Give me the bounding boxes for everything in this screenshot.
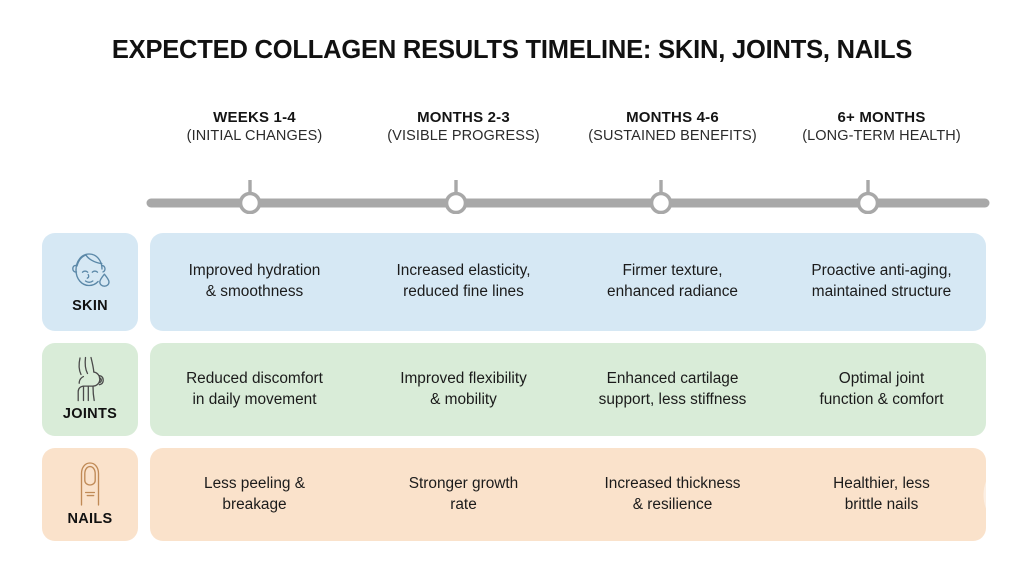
phase-subtitle: (SUSTAINED BENEFITS) — [588, 128, 757, 145]
category-tile-skin[interactable]: SKIN — [42, 233, 138, 331]
phase-title: WEEKS 1-4 — [213, 109, 296, 126]
row-nails: NAILS Less peeling &breakage Stronger gr… — [0, 448, 1024, 541]
category-label: NAILS — [67, 510, 113, 527]
category-rows: SKIN Improved hydration& smoothness Incr… — [0, 233, 1024, 553]
phase-title: MONTHS 4-6 — [626, 109, 719, 126]
timeline-phase-3: 6+ MONTHS (LONG-TERM HEALTH) — [777, 108, 986, 146]
phase-subtitle: (LONG-TERM HEALTH) — [802, 128, 961, 145]
phase-title: 6+ MONTHS — [837, 109, 926, 126]
cell-skin-3: Proactive anti-aging,maintained structur… — [811, 262, 952, 300]
phase-subtitle: (VISIBLE PROGRESS) — [387, 128, 540, 145]
phase-title: MONTHS 2-3 — [417, 109, 510, 126]
page-title: EXPECTED COLLAGEN RESULTS TIMELINE: SKIN… — [111, 36, 913, 64]
category-tile-nails[interactable]: NAILS — [42, 448, 138, 541]
knee-joint-icon — [77, 356, 104, 401]
category-label: SKIN — [72, 298, 108, 314]
timeline-phase-0: WEEKS 1-4 (INITIAL CHANGES) — [150, 108, 359, 146]
phase-subtitle: (INITIAL CHANGES) — [186, 128, 323, 145]
row-skin: SKIN Improved hydration& smoothness Incr… — [0, 233, 1024, 331]
cell-nails-2: Increased thickness& resilience — [604, 474, 741, 513]
timeline-bar — [0, 166, 1024, 214]
cell-skin-1: Increased elasticity,reduced fine lines — [396, 262, 531, 300]
cell-nails-0: Less peeling &breakage — [204, 474, 305, 513]
category-tile-joints[interactable]: JOINTS — [42, 343, 138, 436]
cell-skin-2: Firmer texture,enhanced radiance — [607, 262, 738, 300]
timeline-phase-1: MONTHS 2-3 (VISIBLE PROGRESS) — [359, 108, 568, 146]
timeline-phase-2: MONTHS 4-6 (SUSTAINED BENEFITS) — [568, 108, 777, 146]
cell-joints-1: Improved flexibility& mobility — [400, 369, 527, 408]
cell-skin-0: Improved hydration& smoothness — [188, 262, 321, 300]
category-label: JOINTS — [62, 405, 118, 422]
panel-skin: Improved hydration& smoothness Increased… — [150, 233, 986, 331]
timeline-phase-headers: WEEKS 1-4 (INITIAL CHANGES) MONTHS 2-3 (… — [150, 108, 986, 146]
face-with-water-droplet-icon — [72, 253, 110, 287]
fingernail-icon — [80, 461, 100, 506]
